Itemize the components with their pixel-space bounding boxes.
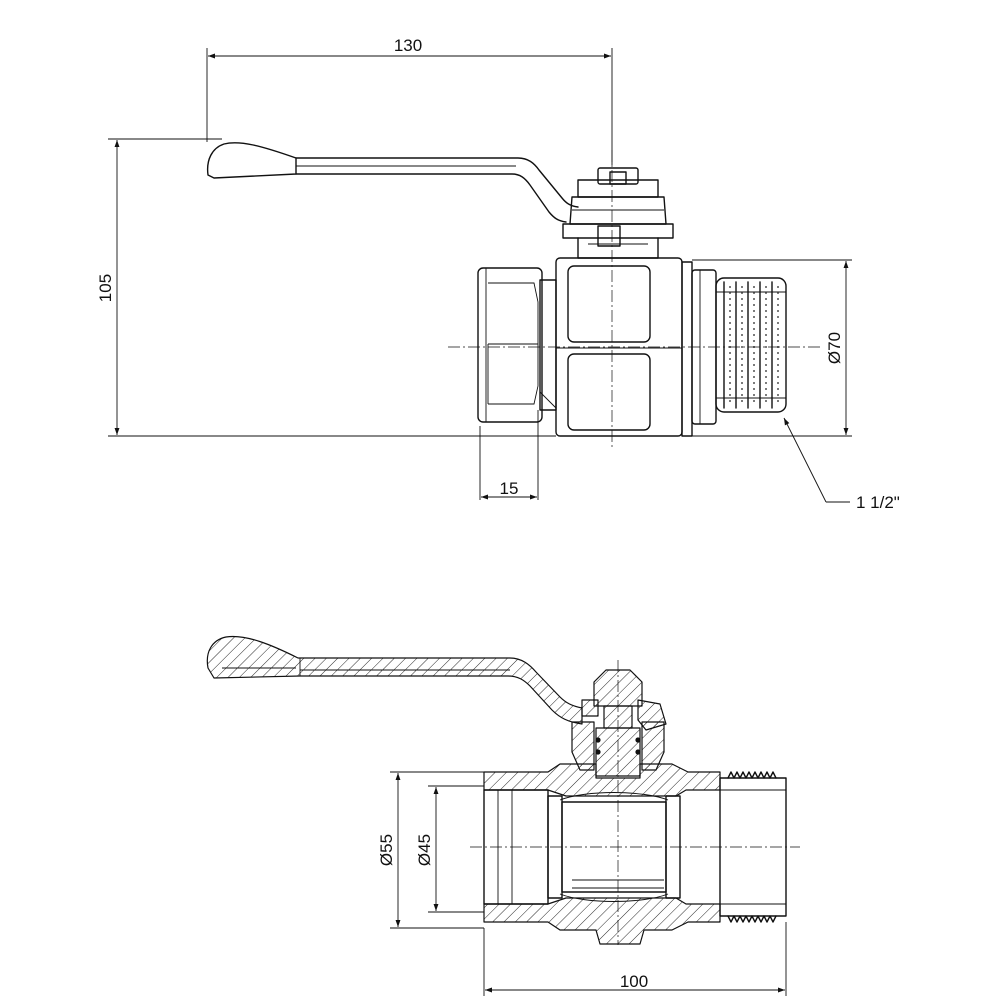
dim-diameter-45: Ø45 — [415, 785, 484, 913]
dim-diameter-45-label: Ø45 — [415, 834, 434, 866]
dim-100-label: 100 — [620, 972, 648, 991]
section-view: Ø55 Ø45 100 — [206, 635, 800, 996]
dim-15: 15 — [479, 410, 539, 500]
dim-100: 100 — [483, 922, 787, 996]
dim-15-label: 15 — [500, 479, 519, 498]
side-view: 130 105 Ø70 15 1 1/2" — [96, 36, 900, 512]
female-hex-end — [477, 267, 557, 423]
male-thread-section — [719, 771, 787, 923]
thread-crests — [723, 281, 779, 409]
dim-diameter-55: Ø55 — [377, 771, 484, 929]
stem-section — [571, 660, 667, 945]
dim-105-label: 105 — [96, 274, 115, 302]
thread-size-label: 1 1/2" — [856, 493, 900, 512]
body-upper-wall — [483, 763, 721, 797]
stem-nut — [562, 167, 674, 259]
dim-diameter-70-label: Ø70 — [825, 332, 844, 364]
dim-130-label: 130 — [394, 36, 422, 55]
male-thread-end — [715, 277, 787, 413]
lever-handle — [206, 142, 579, 223]
dim-diameter-55-label: Ø55 — [377, 834, 396, 866]
thread-leader: 1 1/2" — [783, 417, 900, 512]
dim-105: 105 — [96, 138, 556, 437]
body-lower-wall — [483, 897, 721, 945]
dim-diameter-70: Ø70 — [692, 259, 852, 437]
dim-130: 130 — [206, 36, 613, 165]
lever-section — [206, 635, 583, 725]
